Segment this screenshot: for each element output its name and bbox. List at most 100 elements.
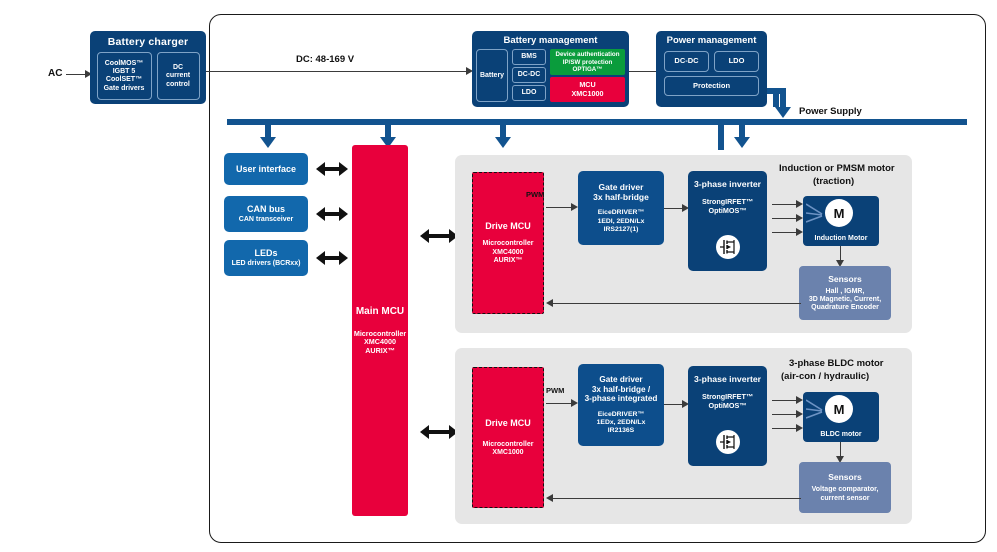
aux-mosfet-icon bbox=[716, 430, 740, 454]
aux-gate-driver-block[interactable]: Gate driver 3x half-bridge / 3-phase int… bbox=[578, 364, 664, 446]
power-supply-label: Power Supply bbox=[799, 106, 862, 117]
ui-to-mcu-bidir-arrow bbox=[316, 162, 348, 176]
battery-charger-block[interactable]: Battery charger CoolMOS™ IGBT 5 CoolSET™… bbox=[90, 31, 206, 104]
traction-inverter-detail-2: OptiMOS™ bbox=[708, 205, 747, 215]
rail-tap-3-stem bbox=[500, 125, 506, 139]
aux-phase-line-1 bbox=[772, 400, 798, 402]
aux-pwm-arrowhead bbox=[571, 399, 578, 407]
bms-label: BMS bbox=[521, 53, 537, 61]
bms-mcu-line-1: MCU bbox=[579, 80, 596, 90]
battery-block[interactable]: Battery bbox=[476, 49, 508, 103]
dc-link-line bbox=[206, 71, 468, 73]
dc-link-label: DC: 48-169 V bbox=[296, 54, 355, 65]
battery-dcdc-label: DC-DC bbox=[517, 71, 541, 79]
ac-input-arrowhead bbox=[85, 70, 92, 78]
aux-sensors-block[interactable]: Sensors Voltage comparator, current sens… bbox=[799, 462, 891, 513]
can-bus-subtitle: CAN transceiver bbox=[238, 215, 294, 223]
ac-input-label: AC bbox=[48, 68, 63, 79]
traction-pwm-label: PWM bbox=[526, 190, 545, 199]
optiga-security-block[interactable]: Device authentication IP/SW protection O… bbox=[550, 49, 625, 76]
pmic-elbow-vertical-a bbox=[773, 88, 779, 107]
traction-motor-to-sensor-arrowhead bbox=[836, 260, 844, 267]
traction-drive-mcu-title: Drive MCU bbox=[485, 220, 531, 231]
traction-gate-driver-detail-1: EiceDRIVER™ bbox=[597, 209, 645, 217]
traction-sensors-detail-2: 3D Magnetic, Current, bbox=[808, 295, 882, 303]
traction-drive-mcu-block[interactable]: Drive MCU Microcontroller XMC4000 AURIX™ bbox=[472, 172, 544, 314]
pmic-dcdc-block[interactable]: DC-DC bbox=[664, 51, 709, 73]
power-supply-rail bbox=[227, 119, 967, 125]
pmic-ldo-label: LDO bbox=[728, 56, 745, 66]
traction-phase-arrow-2 bbox=[796, 214, 803, 222]
dc-current-control-line-3: control bbox=[166, 80, 190, 88]
aux-pwm-label: PWM bbox=[546, 386, 565, 395]
aux-sensors-title: Sensors bbox=[828, 472, 862, 483]
mainmcu-to-aux-bidir-arrow bbox=[420, 425, 458, 439]
charger-power-stage-block[interactable]: CoolMOS™ IGBT 5 CoolSET™ Gate drivers bbox=[96, 52, 152, 101]
pmic-elbow-horizontal bbox=[767, 88, 786, 94]
traction-motor-symbol: M bbox=[825, 199, 853, 227]
traction-gate-driver-block[interactable]: Gate driver 3x half-bridge EiceDRIVER™ 1… bbox=[578, 171, 664, 245]
traction-feedback-line bbox=[553, 303, 801, 305]
power-management-block[interactable]: Power management DC-DC LDO Protection bbox=[656, 31, 767, 107]
traction-inverter-block[interactable]: 3-phase inverter StrongIRFET™ OptiMOS™ bbox=[688, 171, 767, 271]
traction-phase-line-3 bbox=[772, 232, 798, 234]
battery-ldo-block[interactable]: LDO bbox=[512, 85, 546, 102]
traction-pwm-arrowhead bbox=[571, 203, 578, 211]
charger-power-stage-line-3: CoolSET™ bbox=[105, 76, 143, 84]
aux-sensors-detail-2: current sensor bbox=[820, 494, 870, 502]
leds-block[interactable]: LEDs LED drivers (BCRxx) bbox=[224, 240, 308, 276]
aux-inverter-block[interactable]: 3-phase inverter StrongIRFET™ OptiMOS™ bbox=[688, 366, 767, 466]
traction-motor-symbol-letter: M bbox=[833, 205, 845, 221]
charger-power-stage-line-2: IGBT 5 bbox=[112, 68, 136, 76]
aux-gate-driver-detail-1: EiceDRIVER™ bbox=[597, 410, 645, 418]
pmic-ldo-block[interactable]: LDO bbox=[714, 51, 759, 73]
aux-motor-to-sensor-line bbox=[840, 442, 842, 458]
traction-drive-mcu-detail-3: AURIX™ bbox=[493, 256, 523, 264]
main-mcu-block[interactable]: Main MCU Microcontroller XMC4000 AURIX™ bbox=[352, 145, 408, 516]
aux-drive-mcu-block[interactable]: Drive MCU Microcontroller XMC1000 bbox=[472, 367, 544, 508]
aux-motor-symbol: M bbox=[825, 395, 853, 423]
traction-driver-to-inverter-arrowhead bbox=[682, 204, 689, 212]
aux-feedback-line bbox=[553, 498, 801, 500]
traction-heading-line-2: (traction) bbox=[813, 176, 855, 187]
pmic-protection-block[interactable]: Protection bbox=[664, 76, 759, 97]
can-bus-block[interactable]: CAN bus CAN transceiver bbox=[224, 196, 308, 232]
aux-phase-arrow-3 bbox=[796, 424, 803, 432]
rail-tap-2-stem bbox=[385, 125, 391, 139]
traction-sensors-block[interactable]: Sensors Hall , IGMR, 3D Magnetic, Curren… bbox=[799, 266, 891, 320]
aux-gate-driver-title-1: Gate driver bbox=[599, 374, 643, 384]
system-outline-frame bbox=[209, 14, 986, 543]
bms-mcu-block[interactable]: MCU XMC1000 bbox=[550, 77, 625, 103]
traction-mosfet-icon bbox=[716, 235, 740, 259]
aux-phase-arrow-2 bbox=[796, 410, 803, 418]
dc-current-control-block[interactable]: DC current control bbox=[156, 52, 200, 101]
charger-power-stage-line-4: Gate drivers bbox=[103, 84, 145, 92]
battery-management-block[interactable]: Battery management Battery BMS DC-DC LDO… bbox=[472, 31, 629, 107]
optiga-line-2: IP/SW protection bbox=[562, 58, 613, 66]
bms-block[interactable]: BMS bbox=[512, 49, 546, 66]
traction-pwm-line bbox=[546, 207, 573, 209]
traction-phase-arrow-1 bbox=[796, 200, 803, 208]
traction-drive-mcu-detail-2: XMC4000 bbox=[492, 248, 524, 256]
pmic-elbow-vertical-b bbox=[780, 88, 786, 109]
user-interface-block[interactable]: User interface bbox=[224, 153, 308, 185]
pmic-to-rail-arrowhead bbox=[775, 107, 791, 118]
traction-motor-to-sensor-line bbox=[840, 246, 842, 262]
rail-tap-5-arrow bbox=[734, 137, 750, 148]
aux-driver-to-inverter-line bbox=[664, 404, 684, 406]
traction-phase-line-1 bbox=[772, 204, 798, 206]
rail-tap-3-arrow bbox=[495, 137, 511, 148]
aux-gate-driver-title-3: 3-phase integrated bbox=[584, 394, 658, 404]
aux-gate-driver-title-2: 3x half-bridge / bbox=[591, 384, 651, 394]
user-interface-title: User interface bbox=[235, 163, 297, 174]
aux-inverter-detail-2: OptiMOS™ bbox=[708, 400, 747, 410]
traction-phase-arrow-3 bbox=[796, 228, 803, 236]
bms-stack: BMS DC-DC LDO bbox=[512, 49, 546, 102]
battery-ldo-label: LDO bbox=[521, 89, 537, 97]
battery-label: Battery bbox=[479, 71, 505, 79]
pmic-dcdc-label: DC-DC bbox=[674, 56, 699, 66]
battery-dcdc-block[interactable]: DC-DC bbox=[512, 67, 546, 84]
aux-feedback-arrowhead bbox=[546, 494, 553, 502]
aux-motor-to-sensor-arrowhead bbox=[836, 456, 844, 463]
